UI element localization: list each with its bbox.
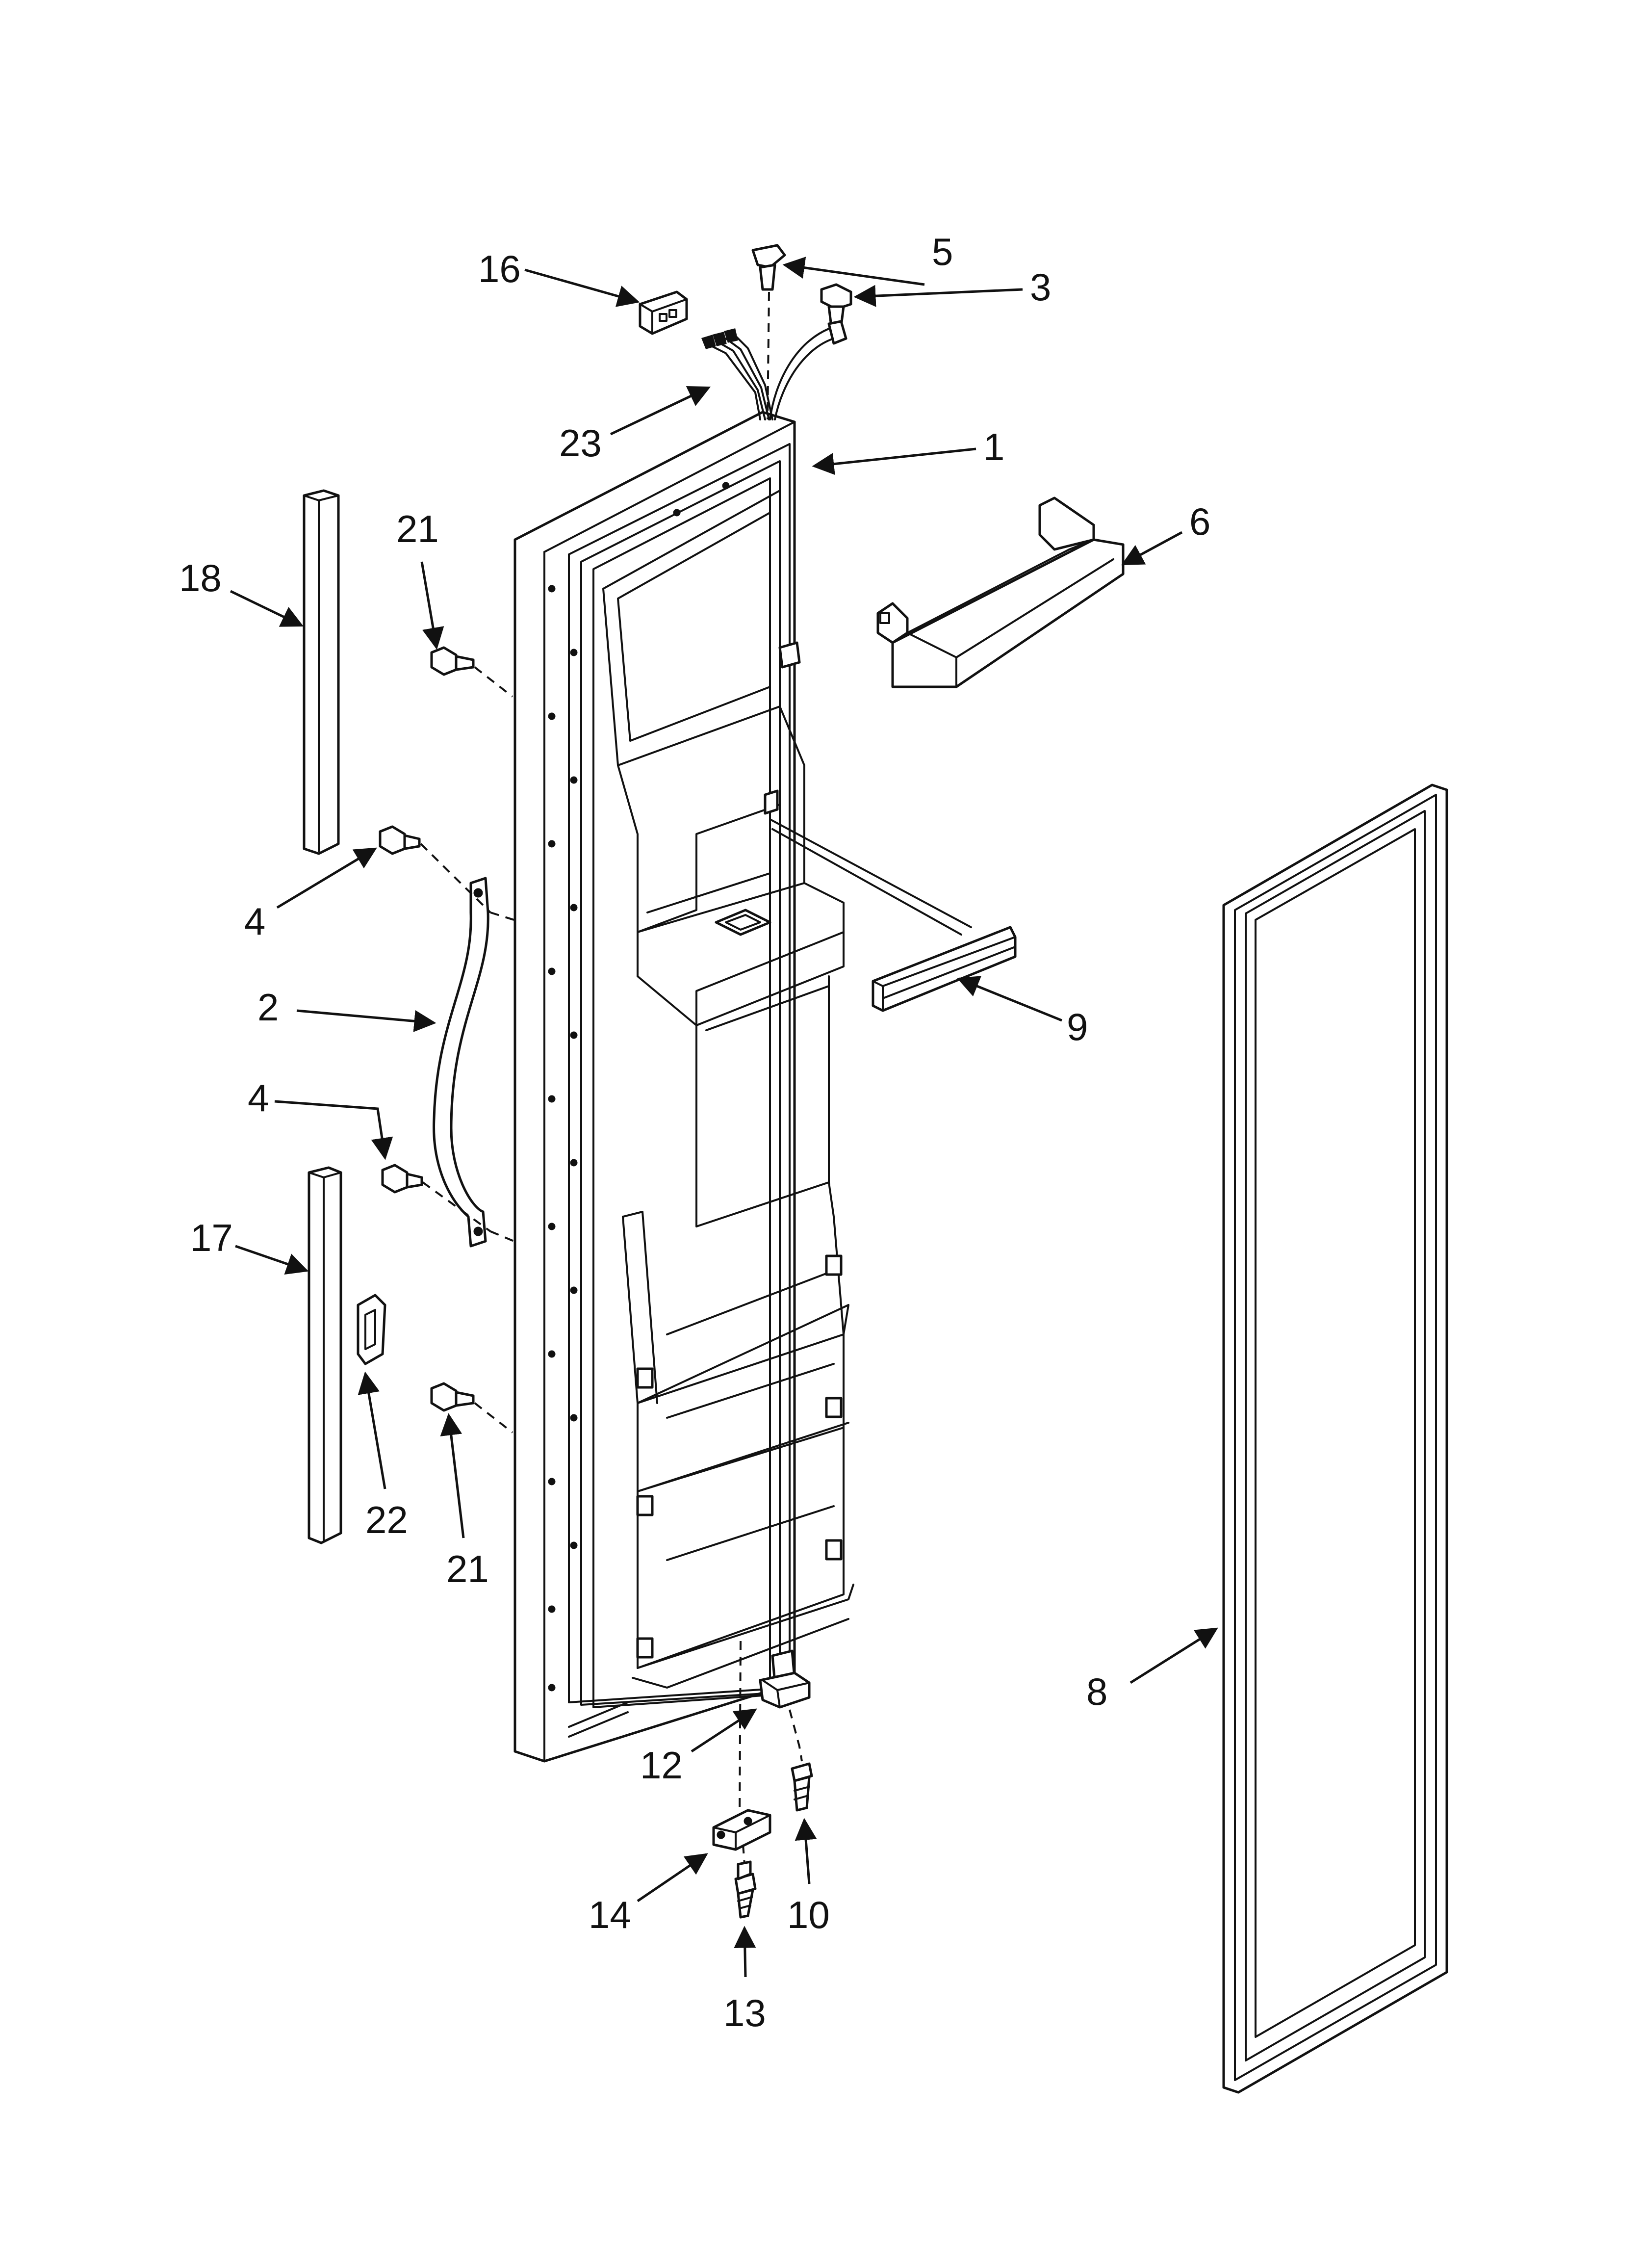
callout-23: 23 <box>559 421 602 465</box>
wire-harness <box>701 320 847 420</box>
callout-10: 10 <box>787 1893 830 1936</box>
screw-10 <box>791 1762 813 1812</box>
callout-14: 14 <box>589 1893 631 1936</box>
lower-hinge <box>712 1809 771 1851</box>
callout-1: 1 <box>983 425 1004 469</box>
callout-6: 6 <box>1189 500 1210 543</box>
door-shelves <box>622 1181 854 1689</box>
callout-3: 3 <box>1030 265 1051 309</box>
callout-8: 8 <box>1086 1670 1107 1713</box>
freezer-door <box>513 411 854 1763</box>
upper-trim <box>303 489 340 855</box>
trim-strip <box>872 926 1017 1012</box>
door-gasket <box>1222 783 1448 2094</box>
screw-21-lower <box>430 1382 475 1412</box>
screw-4-upper <box>379 825 421 855</box>
callout-2: 2 <box>257 986 279 1029</box>
callout-17: 17 <box>190 1216 233 1259</box>
callout-13: 13 <box>723 1991 766 2034</box>
wire-connector <box>639 290 688 335</box>
leader-lines <box>230 257 1218 1978</box>
callout-22: 22 <box>365 1498 408 1541</box>
door-edge-holes <box>548 482 730 1692</box>
lower-trim <box>308 1166 342 1544</box>
callout-4-lower: 4 <box>248 1076 269 1120</box>
callout-21-lower: 21 <box>446 1547 489 1590</box>
callout-21-upper: 21 <box>396 507 439 550</box>
door-handle <box>433 877 489 1248</box>
callout-18: 18 <box>179 556 222 600</box>
door-bin <box>876 496 1125 688</box>
screw-3 <box>820 283 852 328</box>
callout-12: 12 <box>640 1744 683 1787</box>
screw-4-lower <box>381 1164 423 1194</box>
trim-clip <box>357 1294 386 1365</box>
callout-16: 16 <box>478 247 521 290</box>
callout-4-upper: 4 <box>244 900 265 943</box>
callout-5: 5 <box>932 230 953 273</box>
door-switch <box>751 244 786 291</box>
callout-9: 9 <box>1067 1005 1088 1048</box>
callouts: 1 5 3 16 23 6 21 18 4 2 4 17 22 21 9 8 1… <box>179 230 1210 2034</box>
screw-13 <box>734 1860 757 1919</box>
upper-hinge-pin <box>759 1649 811 1709</box>
screw-21-upper <box>430 646 475 676</box>
